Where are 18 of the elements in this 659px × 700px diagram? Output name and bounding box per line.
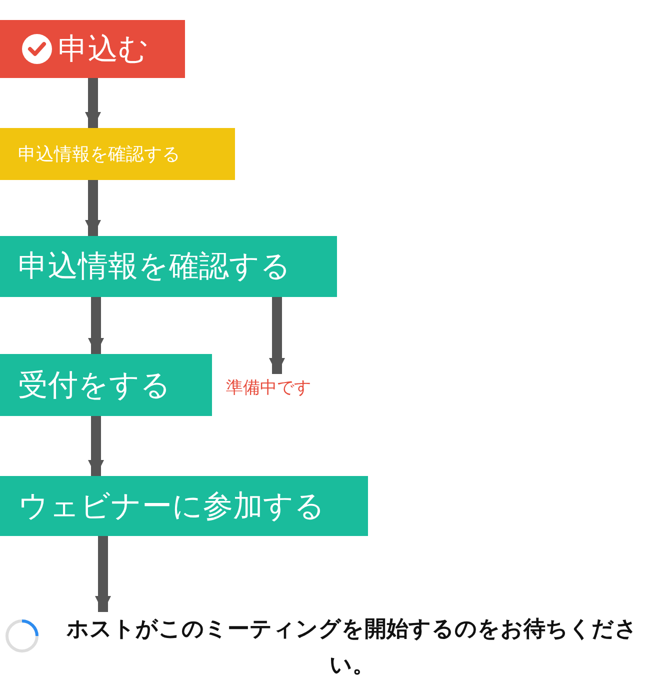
step-box [0, 476, 368, 536]
step-label: 申込情報を確認する [18, 143, 180, 166]
waiting-message: ホストがこのミーティングを開始するのをお待ちください。 [66, 616, 638, 680]
step-box [0, 354, 212, 416]
step-box [0, 236, 337, 297]
arrow [88, 416, 104, 476]
arrow [88, 297, 104, 354]
step-box [0, 128, 235, 180]
step-label: 申込む [58, 30, 149, 68]
step-label: ウェビナーに参加する [18, 488, 325, 526]
step-label: 受付をする [18, 366, 171, 404]
arrow [95, 536, 111, 612]
step-label: 申込情報を確認する [18, 248, 291, 286]
step-box [0, 20, 185, 78]
arrow [85, 78, 101, 128]
arrow [269, 297, 285, 374]
status-text: 準備中です [226, 376, 311, 398]
arrow [85, 180, 101, 236]
